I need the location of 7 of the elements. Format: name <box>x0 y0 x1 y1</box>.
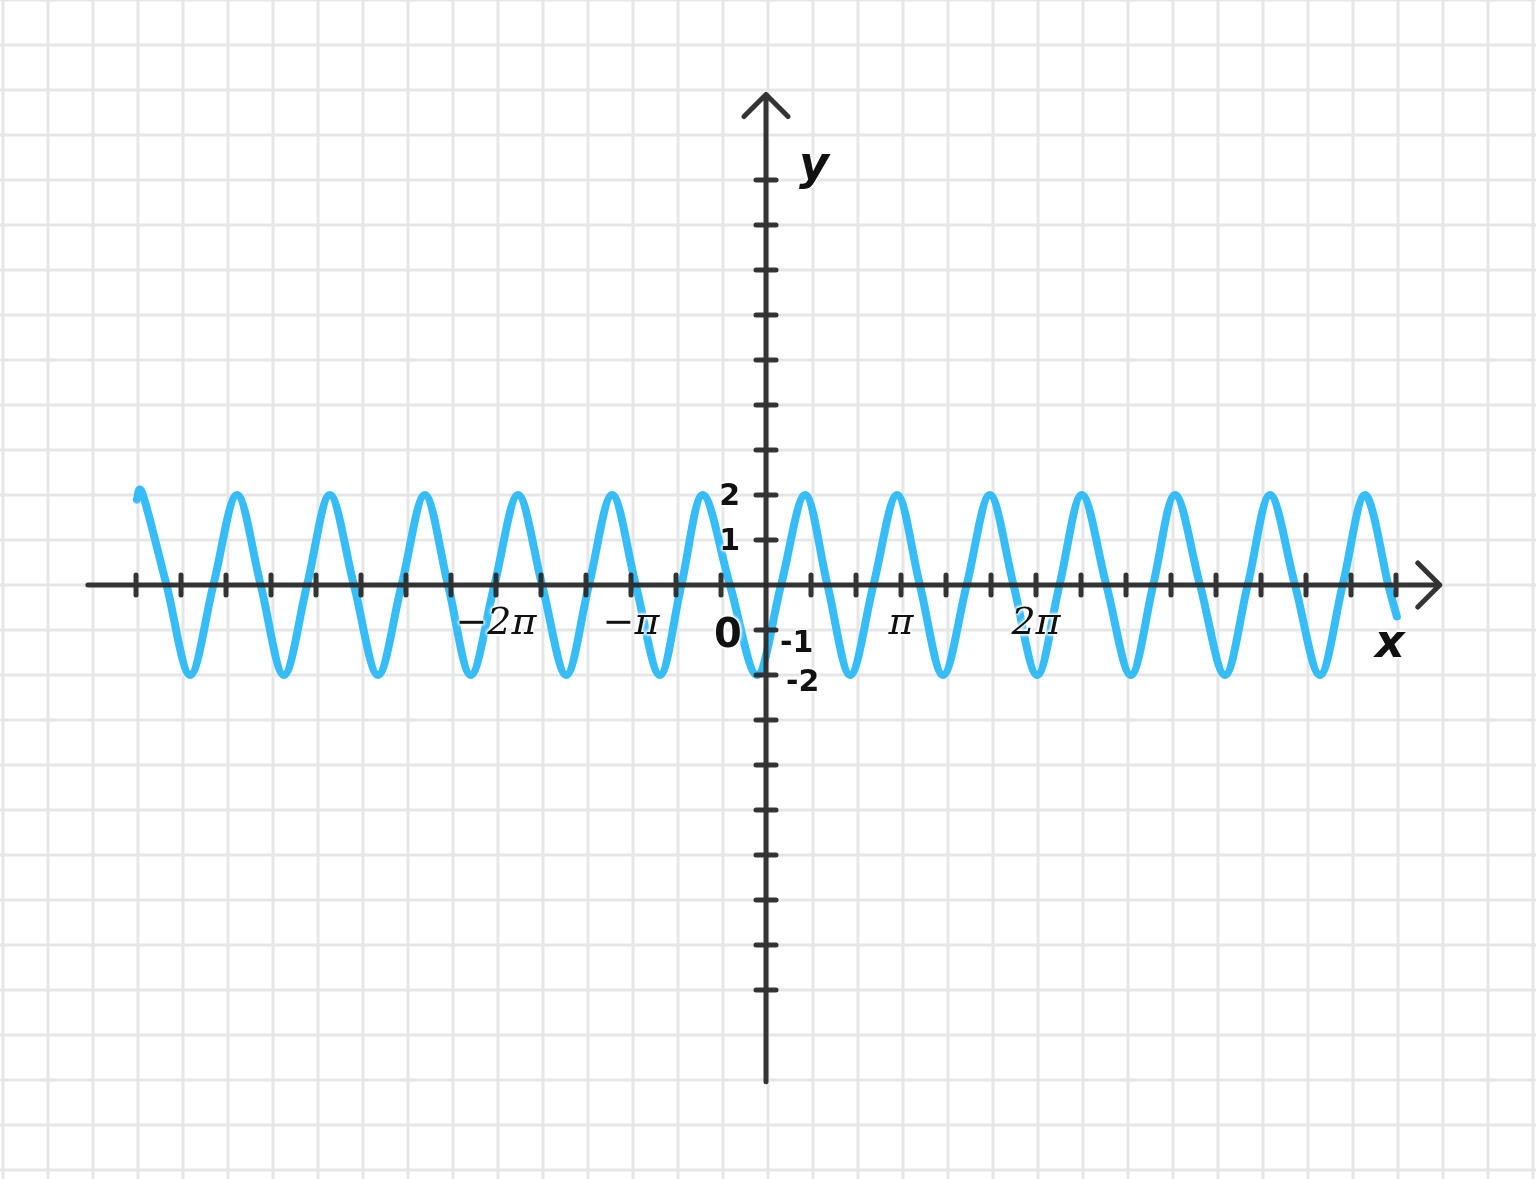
y-value-label: -1 <box>780 627 814 657</box>
y-value-label: -2 <box>786 666 820 696</box>
y-tick-label: 1 <box>719 525 740 555</box>
y-tick-label: 2 <box>719 480 740 510</box>
origin-label: 0 <box>714 613 742 653</box>
axis-label: x <box>1374 618 1405 664</box>
x-tick-label: π <box>888 602 914 640</box>
